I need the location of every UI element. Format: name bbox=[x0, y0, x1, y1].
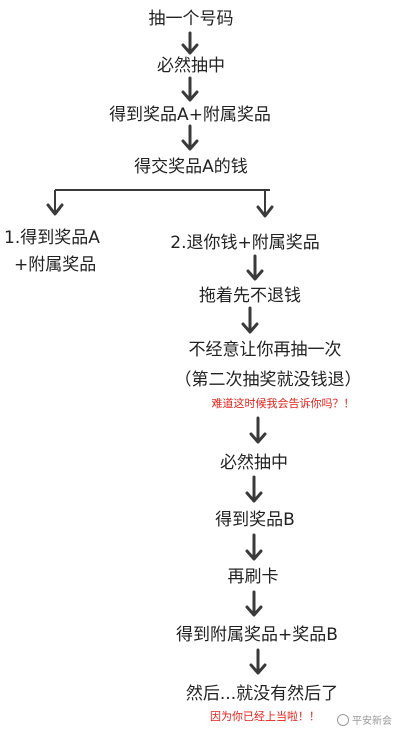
arrow-5 bbox=[246, 254, 264, 281]
step-no-more: 然后...就没有然后了 bbox=[185, 684, 339, 704]
step-draw-again-line2: （第二次抽奖就没钱退） bbox=[174, 370, 362, 390]
note-tricked: 因为你已经上当啦！！ bbox=[210, 710, 320, 723]
step-pay-prize-a: 得交奖品A的钱 bbox=[134, 157, 248, 177]
step-must-win: 必然抽中 bbox=[157, 56, 225, 76]
step-must-win-again: 必然抽中 bbox=[220, 453, 288, 473]
step-option-1-line2: +附属奖品 bbox=[14, 255, 97, 275]
arrow-10 bbox=[245, 590, 263, 617]
arrow-7 bbox=[249, 416, 267, 444]
step-option-2: 2.退你钱+附属奖品 bbox=[170, 233, 320, 253]
branch-connector bbox=[46, 189, 274, 218]
step-option-1-line1: 1.得到奖品A bbox=[4, 228, 100, 248]
arrow-11 bbox=[249, 648, 267, 675]
arrow-9 bbox=[245, 533, 263, 561]
step-swipe-card-again: 再刷卡 bbox=[227, 567, 279, 587]
watermark-text: 平安新会 bbox=[352, 716, 392, 727]
step-get-prize-b: 得到奖品B bbox=[215, 510, 295, 530]
arrow-2 bbox=[181, 76, 199, 102]
note-hidden-truth: 难道这时候我会告诉你吗？！ bbox=[211, 397, 355, 410]
arrow-8 bbox=[245, 475, 263, 503]
step-get-prize-a: 得到奖品A+附属奖品 bbox=[109, 105, 271, 125]
arrow-6 bbox=[241, 306, 259, 334]
step-draw-again-line1: 不经意让你再抽一次 bbox=[188, 340, 342, 360]
step-get-bonus-and-prize-b: 得到附属奖品+奖品B bbox=[176, 625, 338, 645]
step-draw-number: 抽一个号码 bbox=[148, 9, 234, 29]
arrow-1 bbox=[181, 31, 199, 55]
watermark-icon bbox=[337, 713, 349, 726]
watermark: 平安新会 bbox=[337, 712, 392, 727]
step-delay-refund: 拖着先不退钱 bbox=[199, 286, 301, 306]
arrow-3 bbox=[181, 124, 199, 151]
